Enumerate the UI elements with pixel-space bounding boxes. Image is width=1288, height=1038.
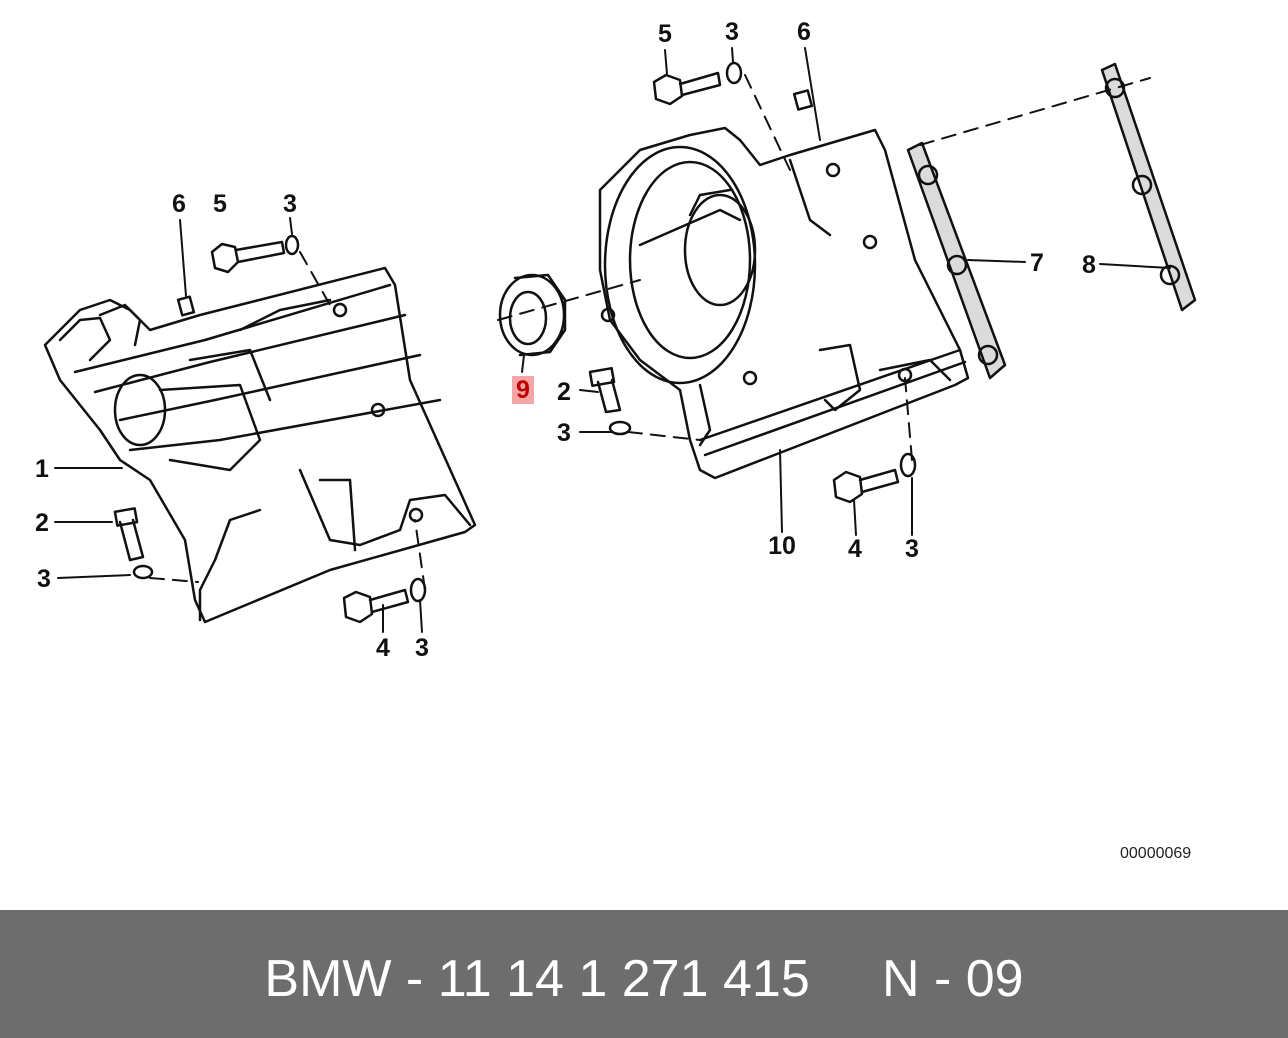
callout-3-right-c: 3 xyxy=(905,535,919,563)
leader-lines xyxy=(54,47,1171,633)
diagram-code: 00000069 xyxy=(1120,845,1192,862)
exploded-view-drawing xyxy=(43,47,1197,633)
callout-3-right-a: 3 xyxy=(725,18,739,46)
callout-5-right: 5 xyxy=(658,20,672,48)
callout-2-left: 2 xyxy=(35,509,49,537)
right-timing-case-drawing xyxy=(598,126,970,480)
left-timing-cover-drawing xyxy=(43,266,477,624)
part-number-caption: BMW - 11 14 1 271 415 N - 09 xyxy=(264,950,1024,1008)
callout-1-left: 1 xyxy=(35,455,49,483)
callout-3-left-b: 3 xyxy=(415,634,429,662)
callout-3-left-a: 3 xyxy=(37,565,51,593)
callout-4-right: 4 xyxy=(848,535,862,563)
callout-3-left-c: 3 xyxy=(283,190,297,218)
callout-2-right: 2 xyxy=(557,378,571,406)
callout-3-right-b: 3 xyxy=(557,419,571,447)
callout-4-left: 4 xyxy=(376,634,390,662)
callout-10-right: 10 xyxy=(768,532,796,560)
parts-diagram: 1 2 3 4 3 6 5 3 5 3 6 7 8 9 2 3 10 4 3 0… xyxy=(35,18,1197,862)
callout-6-right: 6 xyxy=(797,18,811,46)
shaft-seal-drawing xyxy=(498,273,567,357)
footer-bar xyxy=(0,910,1288,1038)
gasket-8-drawing xyxy=(1100,62,1197,312)
callout-7-right: 7 xyxy=(1030,249,1044,277)
alignment-lines xyxy=(149,74,1151,591)
callout-9-highlighted: 9 xyxy=(512,376,534,404)
gasket-7-drawing xyxy=(906,141,1007,380)
callout-8-right: 8 xyxy=(1082,251,1096,279)
callout-5-left: 5 xyxy=(213,190,227,218)
callout-6-left: 6 xyxy=(172,190,186,218)
bolts-drawing xyxy=(113,61,917,624)
